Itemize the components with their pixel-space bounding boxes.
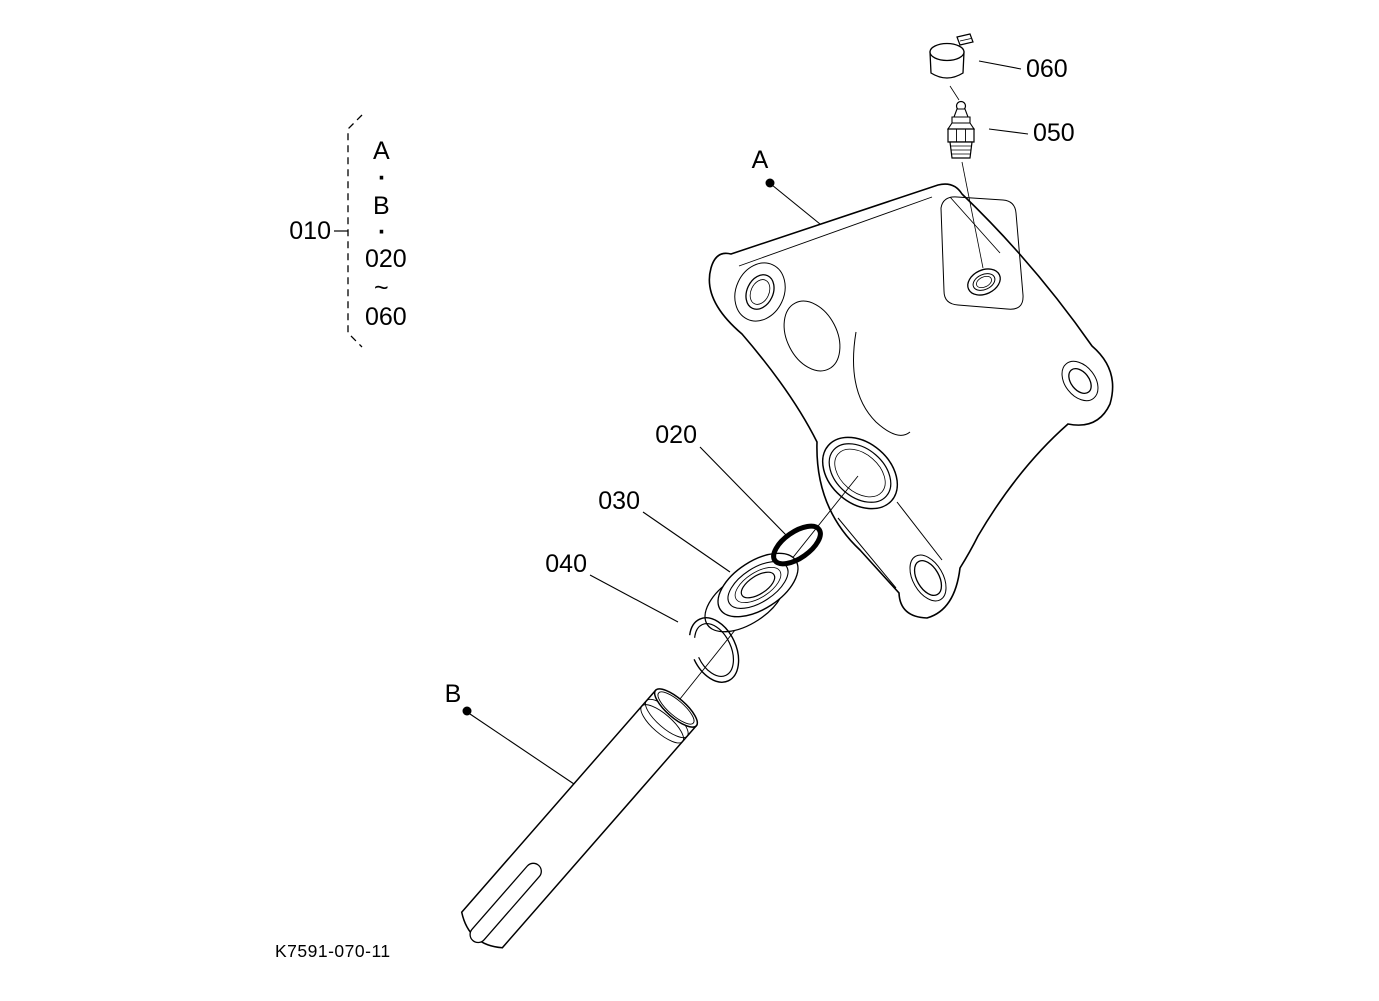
cap-top-face bbox=[929, 42, 965, 62]
fitting-collar bbox=[951, 116, 971, 124]
lower-boss-hole bbox=[913, 560, 943, 596]
callout-060-label: 060 bbox=[1026, 55, 1068, 83]
threaded-hole-inner bbox=[976, 275, 992, 289]
left-lobe-ring bbox=[734, 262, 786, 322]
main-bore-mid bbox=[828, 443, 892, 503]
grease-fitting-part bbox=[946, 100, 976, 159]
snap-ring-outer bbox=[688, 617, 740, 683]
bracket-recess bbox=[783, 300, 841, 372]
legend-item-tilde: ~ bbox=[374, 274, 389, 302]
callout-030-label: 030 bbox=[598, 487, 640, 515]
bracket-boss-pad bbox=[940, 196, 1024, 310]
callout-040-label: 040 bbox=[545, 550, 587, 578]
cap-centerline bbox=[949, 85, 960, 101]
callouts-group: 060 050 A 020 030 040 B bbox=[445, 55, 1075, 785]
leader-line-A bbox=[771, 184, 821, 225]
lower-boss-ring bbox=[909, 554, 947, 602]
shaft-groove bbox=[640, 704, 684, 744]
legend-item: 020 bbox=[365, 245, 407, 273]
shaft-clevis-slot bbox=[469, 862, 542, 944]
threaded-hole-mid bbox=[972, 273, 996, 291]
legend-group-label: 010 bbox=[289, 217, 331, 245]
drawing-code: K7591-070-11 bbox=[275, 941, 391, 961]
o-ring-part bbox=[771, 523, 823, 567]
shaft-part bbox=[460, 688, 699, 949]
fitting-taper bbox=[946, 122, 976, 130]
legend-item: B bbox=[373, 192, 390, 220]
legend-item: A bbox=[373, 137, 390, 165]
leader-line-030 bbox=[642, 511, 731, 573]
leader-line-060 bbox=[978, 60, 1022, 70]
legend-item-dot: · bbox=[378, 164, 386, 192]
right-lobe-hole bbox=[1068, 368, 1092, 394]
bushing-ring-inner bbox=[734, 566, 782, 604]
leader-line-020 bbox=[699, 446, 787, 536]
bracket-apex-edge-line bbox=[949, 196, 1001, 254]
leader-line-040 bbox=[589, 574, 679, 623]
fitting-centerline bbox=[961, 161, 984, 269]
legend-item-dot: · bbox=[378, 218, 386, 246]
right-lobe-ring bbox=[1061, 360, 1099, 402]
callout-A-label: A bbox=[752, 146, 769, 174]
left-lobe-hole bbox=[745, 274, 775, 310]
fitting-neck bbox=[953, 108, 969, 118]
callout-020-label: 020 bbox=[655, 421, 697, 449]
bracket-part bbox=[708, 183, 1114, 619]
bore-cylinder-line bbox=[837, 517, 897, 589]
callout-B-label: B bbox=[445, 680, 462, 708]
fitting-hex-body bbox=[947, 128, 975, 143]
leader-line-B bbox=[469, 713, 575, 785]
cap-tab-line bbox=[959, 38, 972, 42]
threaded-hole-outer bbox=[967, 268, 1001, 296]
legend-bracket bbox=[347, 114, 363, 348]
main-bore-inner bbox=[834, 448, 886, 498]
bushing-ring bbox=[727, 561, 789, 609]
snap-ring-inner bbox=[693, 623, 735, 677]
legend-group: 010 A · B · 020 ~ 060 bbox=[289, 114, 407, 348]
left-lobe-hole-inner bbox=[749, 279, 771, 305]
shaft-top-chamfer bbox=[657, 691, 695, 725]
bracket-outline bbox=[708, 183, 1114, 619]
bushing-hole bbox=[740, 571, 776, 599]
cap-part bbox=[929, 33, 974, 79]
bracket-rib-curve bbox=[853, 331, 911, 436]
bushing-part bbox=[704, 552, 799, 633]
bracket-top-edge-line bbox=[738, 196, 933, 267]
snap-ring-part bbox=[688, 617, 740, 683]
legend-item: 060 bbox=[365, 303, 407, 331]
callout-050-label: 050 bbox=[1033, 119, 1075, 147]
leader-line-050 bbox=[988, 128, 1029, 135]
bore-cylinder-line bbox=[896, 501, 943, 561]
shaft-top-face bbox=[653, 688, 699, 728]
callout-B-dot bbox=[462, 706, 472, 716]
main-bore-outer bbox=[821, 436, 899, 510]
